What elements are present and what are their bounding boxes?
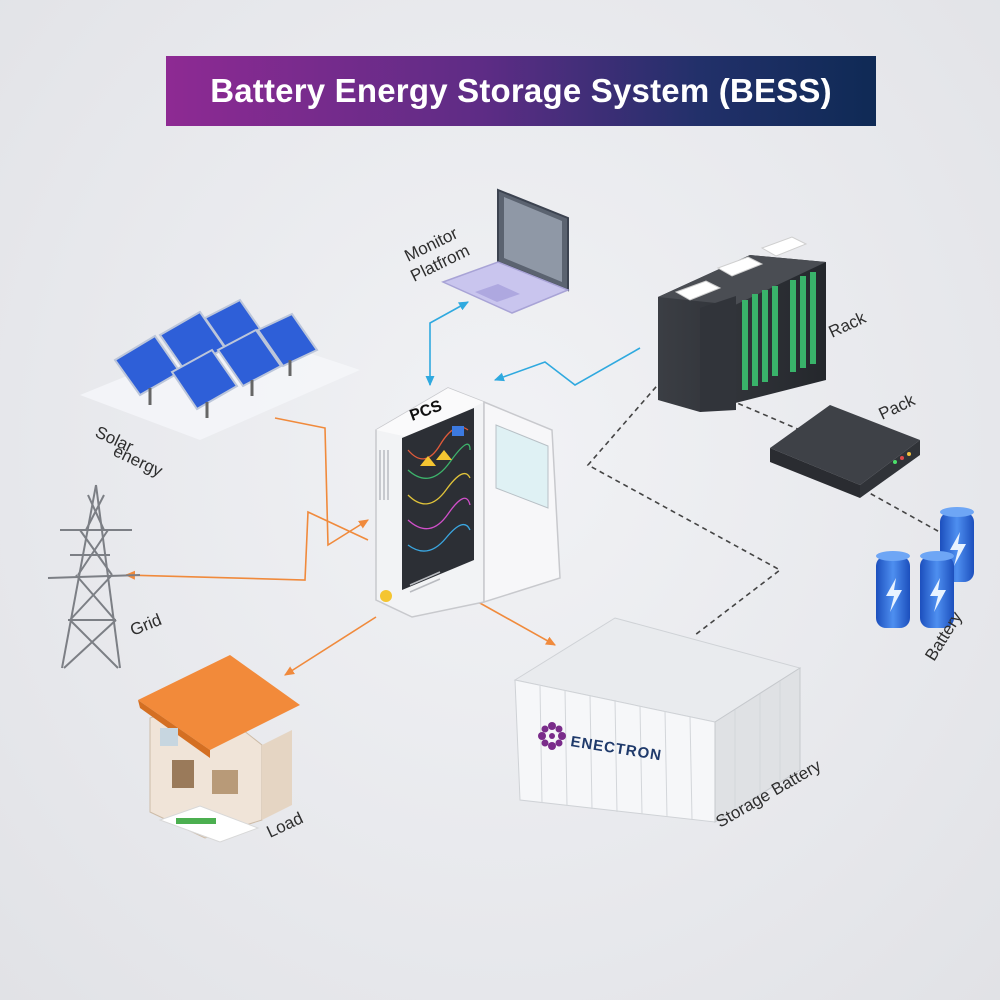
power-flows bbox=[124, 417, 556, 676]
link-pack-to-battery bbox=[854, 484, 946, 536]
solar-label-line2: energy bbox=[110, 441, 166, 480]
brand-logo-icon bbox=[538, 722, 566, 750]
link-rack-to-container bbox=[586, 379, 782, 636]
house-icon bbox=[138, 655, 300, 843]
pack-label: Pack bbox=[876, 390, 919, 423]
solar-to-pcs-arrow bbox=[274, 417, 369, 547]
solar-panel bbox=[256, 312, 319, 376]
monitor-pcs-arrow bbox=[425, 301, 469, 387]
battery-cells-icon bbox=[876, 507, 974, 628]
dashed-links bbox=[586, 379, 946, 636]
link-rack-to-pack bbox=[729, 399, 801, 431]
page-title: Battery Energy Storage System (BESS) bbox=[210, 72, 832, 109]
pcs-cabinet-icon bbox=[375, 387, 561, 618]
transmission-tower-icon bbox=[47, 484, 141, 669]
solar-panel bbox=[216, 328, 283, 396]
rack-label: Rack bbox=[826, 308, 870, 342]
pack-unit-icon bbox=[770, 405, 920, 498]
solar-panels-icon bbox=[80, 298, 360, 440]
title-banner: Battery Energy Storage System (BESS) bbox=[166, 56, 876, 126]
rack-to-pcs-arrow bbox=[493, 347, 641, 386]
battery-cell bbox=[920, 551, 954, 628]
solar-panel bbox=[170, 348, 239, 418]
container-icon bbox=[513, 617, 802, 823]
pcs-to-load-arrow bbox=[284, 616, 377, 676]
laptop-icon bbox=[441, 188, 570, 314]
grid-label: Grid bbox=[127, 610, 164, 640]
battery-cell bbox=[876, 551, 910, 628]
data-flows bbox=[425, 301, 641, 387]
pcs-grid-arrow bbox=[124, 510, 369, 581]
server-rack-icon bbox=[658, 236, 826, 412]
